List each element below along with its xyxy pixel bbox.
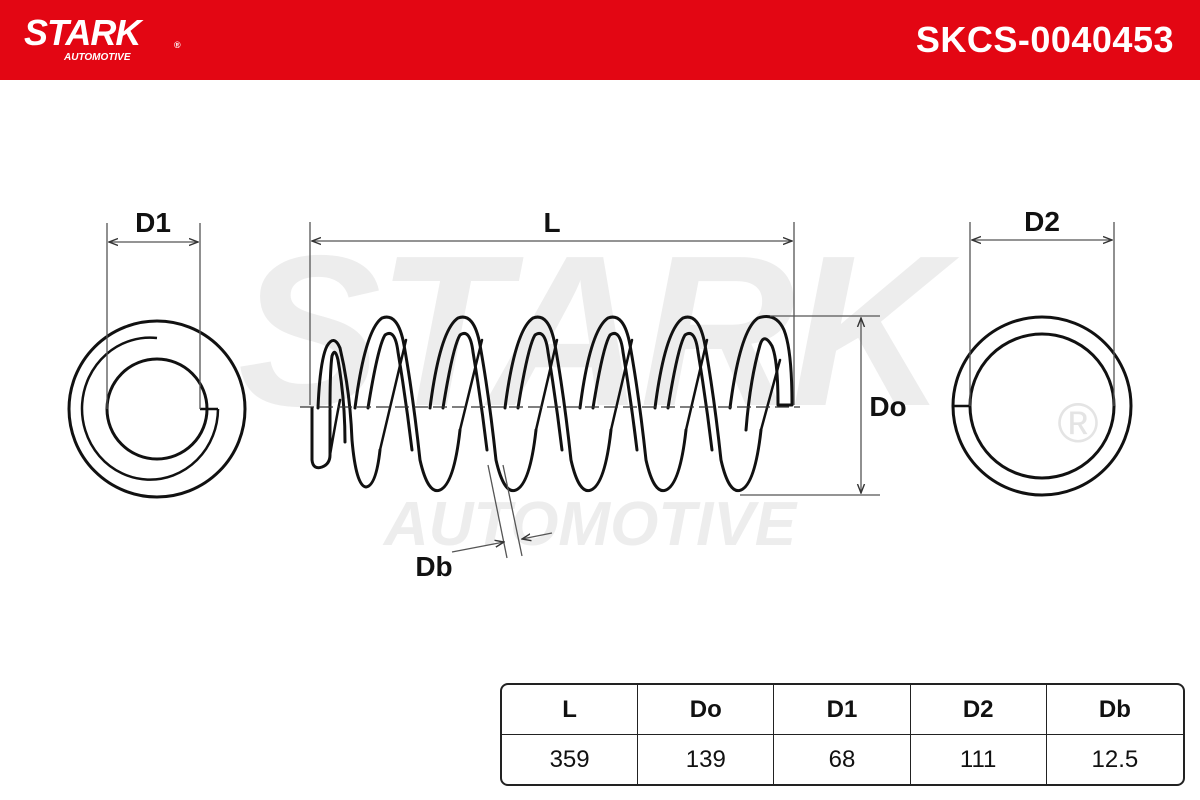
spec-header-row: L Do D1 D2 Db — [502, 685, 1183, 735]
logo-registered-mark: ® — [174, 40, 181, 50]
header-l: L — [502, 685, 639, 735]
dimension-l — [309, 222, 795, 405]
label-d2: D2 — [1024, 206, 1060, 237]
dimension-d2 — [969, 222, 1115, 406]
value-db: 12.5 — [1091, 745, 1139, 773]
header-bar: STARK ® AUTOMOTIVE SKCS-0040453 — [0, 0, 1200, 80]
logo-brand: STARK — [24, 12, 141, 53]
dimension-db — [451, 464, 553, 559]
watermark-brand: STARK — [238, 210, 960, 451]
watermark-registered-mark: ® — [1057, 391, 1098, 454]
dimension-d1 — [106, 223, 201, 409]
spec-table: L Do D1 D2 Db 359 139 68 111 12.5 — [500, 683, 1185, 786]
watermark-subtitle: AUTOMOTIVE — [382, 490, 798, 559]
dimension-do — [740, 315, 880, 496]
header-d1: D1 — [774, 685, 911, 735]
header-db: Db — [1046, 685, 1183, 735]
end-view-d2 — [951, 315, 1133, 497]
coil-spring — [300, 315, 800, 493]
spec-value-row: 359 139 68 111 12.5 — [502, 735, 1183, 784]
label-db: Db — [415, 551, 452, 582]
logo-subtitle: AUTOMOTIVE — [64, 52, 131, 63]
part-number: SKCS-0040453 — [915, 19, 1174, 60]
header-do: Do — [638, 685, 775, 735]
value-d2: 111 — [911, 735, 1047, 784]
label-l: L — [543, 207, 560, 238]
stark-logo: STARK ® AUTOMOTIVE — [24, 12, 181, 63]
header-d2: D2 — [910, 685, 1047, 735]
label-do: Do — [869, 391, 906, 422]
value-d1: 68 — [774, 735, 911, 784]
value-do: 139 — [638, 735, 775, 784]
label-d1: D1 — [135, 207, 171, 238]
end-view-d1 — [67, 319, 247, 499]
value-l: 359 — [502, 735, 639, 784]
watermark: STARK AUTOMOTIVE ® — [238, 210, 1099, 559]
